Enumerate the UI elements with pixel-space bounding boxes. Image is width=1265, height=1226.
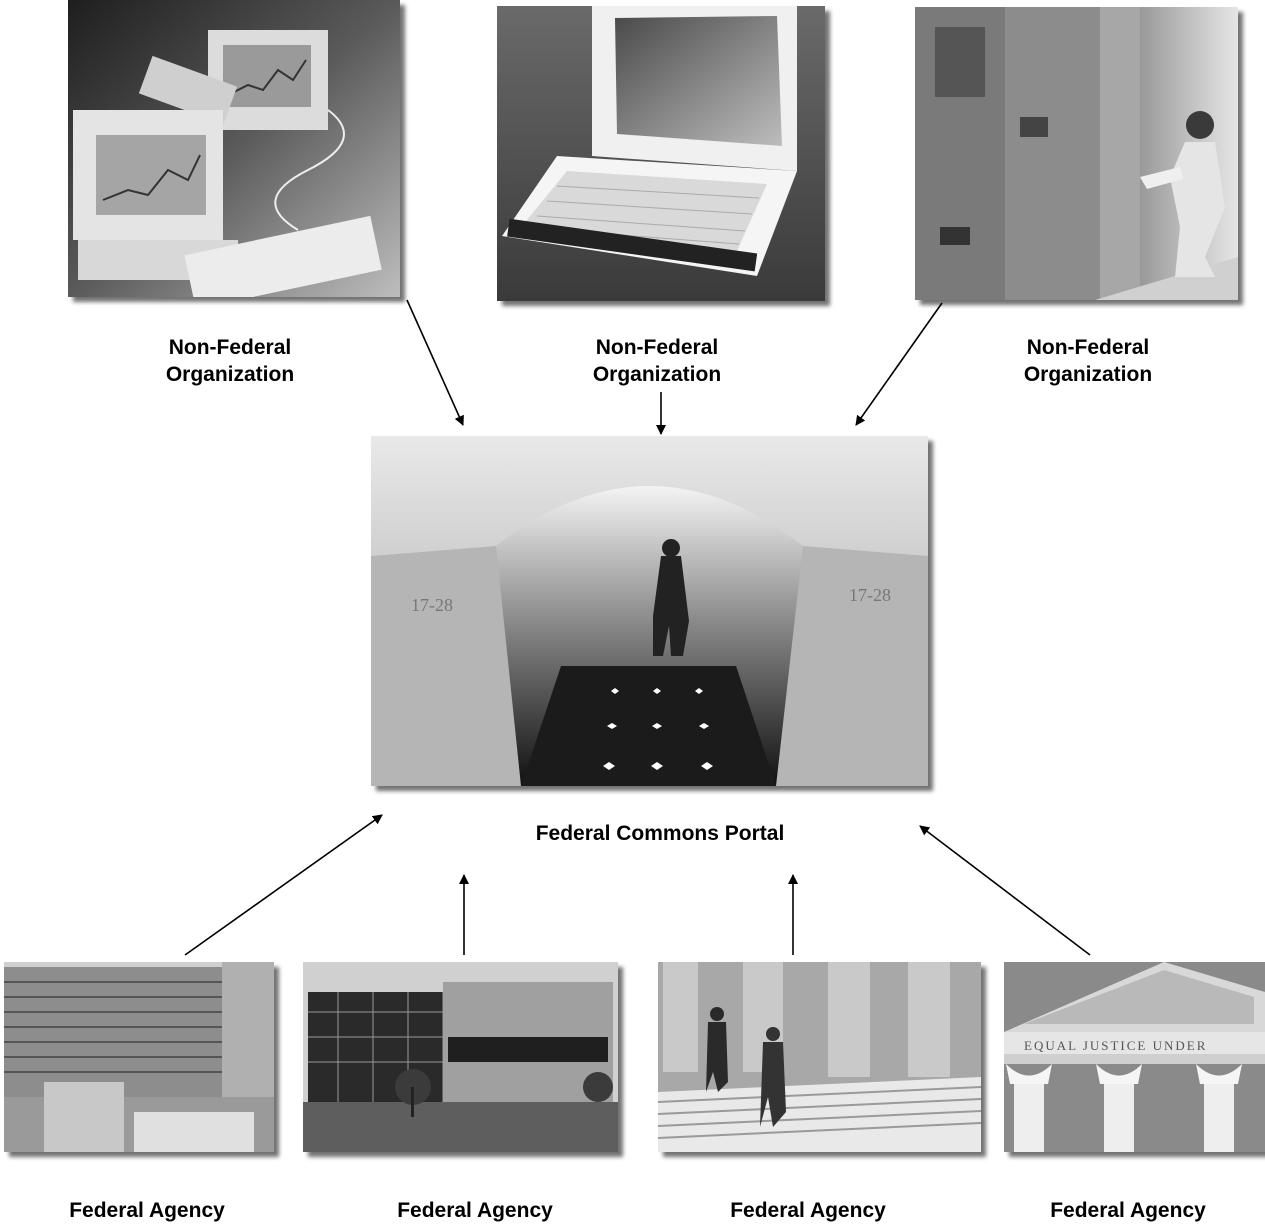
glass-building-photo-icon <box>303 962 618 1152</box>
top-node-label-2: Non-Federal Organization <box>547 334 767 388</box>
label-line-2: Organization <box>165 363 295 386</box>
courthouse-pediment-photo-icon: EQUAL JUSTICE UNDER <box>1004 962 1265 1152</box>
label-line-1: Non-Federal <box>168 336 292 359</box>
server-room-photo <box>915 7 1238 300</box>
label-line-2: Organization <box>1023 363 1153 386</box>
label-line-1: Non-Federal <box>595 336 719 359</box>
laptop-photo-icon <box>497 6 825 301</box>
arrow-pediment-to-portal <box>919 825 1091 956</box>
server-room-photo-icon <box>915 7 1238 300</box>
bottom-node-label-3: Federal Agency <box>730 1199 886 1222</box>
columns-steps-photo-icon <box>658 962 981 1152</box>
label-line-2: Organization <box>592 363 722 386</box>
bottom-node-label-4: Federal Agency <box>1050 1199 1206 1222</box>
bottom-node-label-1: Federal Agency <box>69 1199 225 1222</box>
arch-number-left: 17-28 <box>411 595 453 615</box>
arrow-hospital-to-portal <box>184 814 383 956</box>
courthouse-pediment-photo: EQUAL JUSTICE UNDER <box>1004 962 1265 1152</box>
glass-building-photo <box>303 962 618 1152</box>
arrow-computers-to-portal <box>406 299 464 426</box>
marble-hallway-photo-icon: 17-28 17-28 <box>371 436 928 786</box>
label-line-1: Non-Federal <box>1026 336 1150 359</box>
top-node-label-3: Non-Federal Organization <box>978 334 1198 388</box>
office-tower-photo <box>4 962 274 1152</box>
office-tower-photo-icon <box>4 962 274 1152</box>
bottom-node-label-2: Federal Agency <box>397 1199 553 1222</box>
arch-number-right: 17-28 <box>849 585 891 605</box>
arrow-server-to-portal <box>855 302 943 426</box>
desktop-computers-photo-icon <box>68 0 400 297</box>
columns-steps-photo <box>658 962 981 1152</box>
portal-label: Federal Commons Portal <box>535 822 785 845</box>
pediment-inscription: EQUAL JUSTICE UNDER <box>1024 1038 1207 1053</box>
desktop-computers-photo <box>68 0 400 297</box>
top-node-label-1: Non-Federal Organization <box>120 334 340 388</box>
laptop-photo <box>497 6 825 301</box>
portal-photo: 17-28 17-28 <box>371 436 928 786</box>
